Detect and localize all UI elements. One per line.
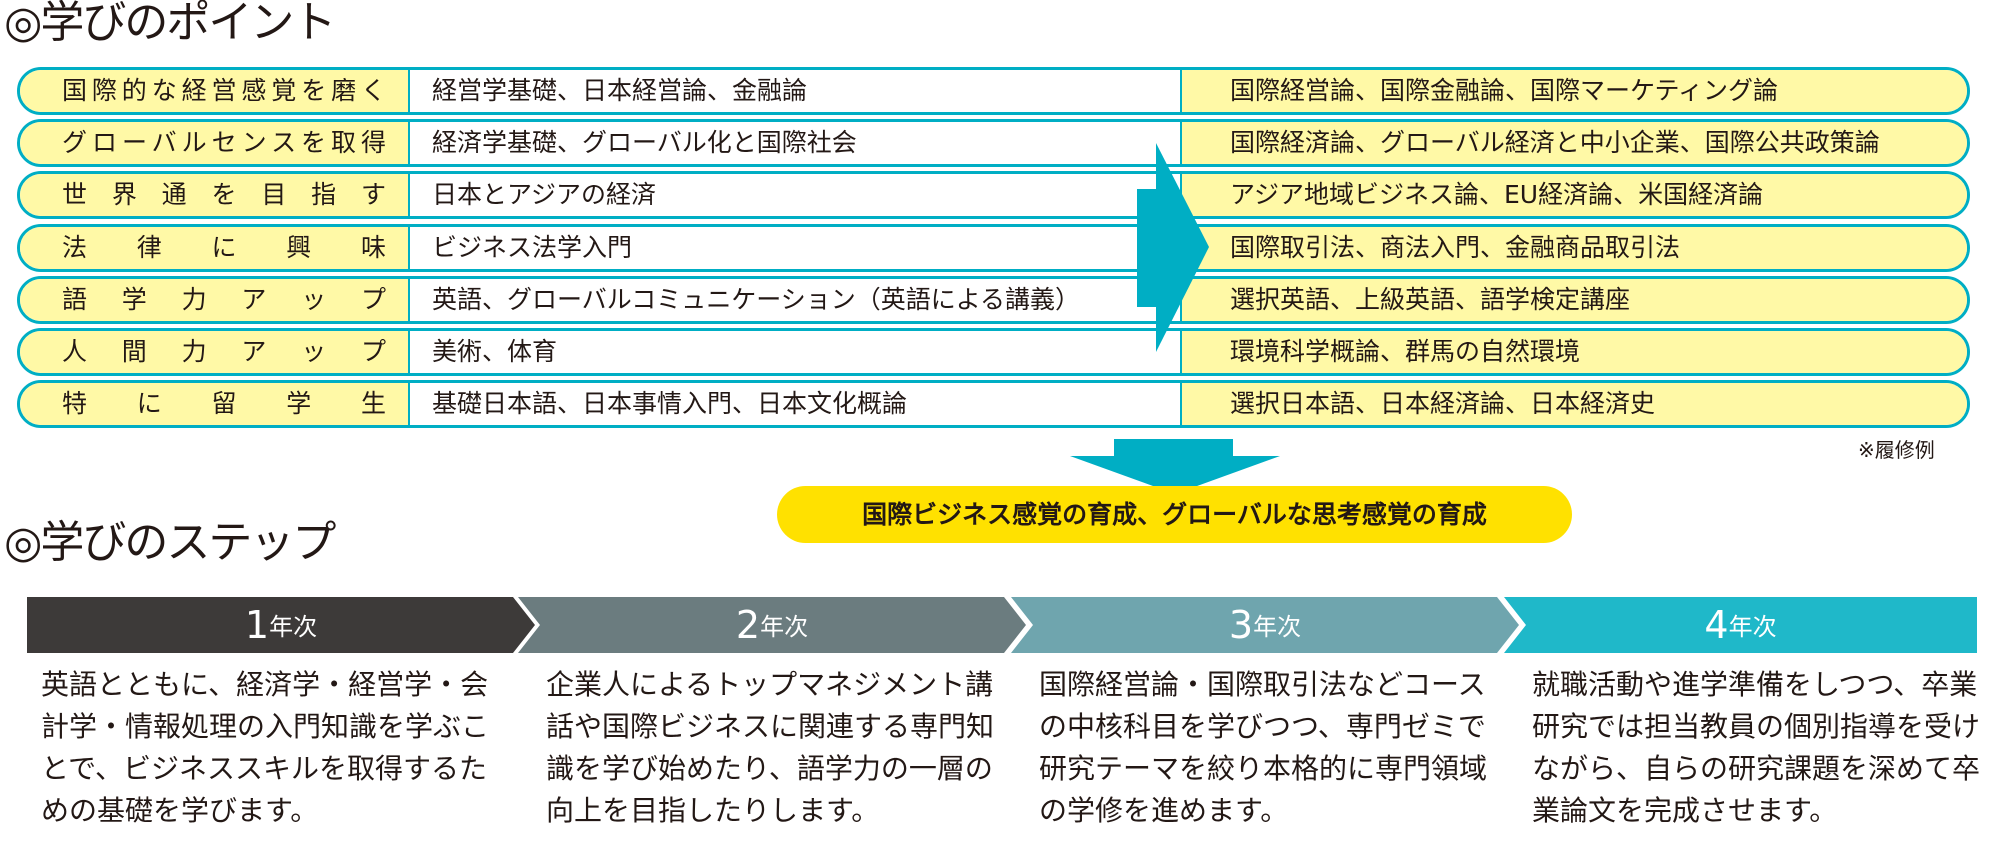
course-row: 法律に興味ビジネス法学入門国際取引法、商法入門、金融商品取引法 — [17, 223, 1970, 272]
advanced-courses-cell: 選択英語、上級英語、語学検定講座 — [1182, 278, 1967, 321]
course-row: 世界通を目指す日本とアジアの経済アジア地域ビジネス論、EU経済論、米国経済論 — [17, 171, 1970, 220]
goal-cell: 国際的な経営感覚を磨く — [20, 70, 410, 112]
course-row: 語学力アップ英語、グローバルコミュニケーション（英語による講義）選択英語、上級英… — [17, 275, 1970, 324]
step-number: 3 — [1228, 603, 1254, 647]
points-title: ◎学びのポイント — [4, 0, 336, 48]
basic-courses-cell: ビジネス法学入門 — [410, 226, 1182, 269]
goal-cell: 世界通を目指す — [20, 174, 410, 217]
basic-courses-cell: 経済学基礎、グローバル化と国際社会 — [410, 122, 1182, 165]
step-bar-year-1: 1年次 — [27, 597, 535, 653]
course-row: グローバルセンスを取得経済学基礎、グローバル化と国際社会国際経済論、グローバル経… — [17, 119, 1970, 168]
step-unit: 年次 — [1253, 613, 1302, 641]
goal-cell: 語学力アップ — [20, 278, 410, 321]
step-unit: 年次 — [760, 613, 809, 641]
goal-cell: 人間力アップ — [20, 331, 410, 373]
advanced-courses-cell: アジア地域ビジネス論、EU経済論、米国経済論 — [1182, 174, 1967, 217]
down-arrow-icon — [1070, 439, 1280, 494]
advanced-courses-cell: 選択日本語、日本経済論、日本経済史 — [1182, 383, 1967, 426]
basic-courses-cell: 経営学基礎、日本経営論、金融論 — [410, 70, 1182, 112]
advanced-courses-cell: 国際経営論、国際金融論、国際マーケティング論 — [1182, 70, 1967, 112]
step-bar-year-4: 4年次 — [1504, 597, 1977, 653]
right-arrow-icon — [1137, 143, 1209, 352]
step-description: 国際経営論・国際取引法などコースの中核科目を学びつつ、専門ゼミで研究テーマを絞り… — [1039, 668, 1488, 827]
step-description: 英語とともに、経済学・経営学・会計学・情報処理の入門知識を学ぶことで、ビジネスス… — [41, 668, 490, 827]
course-row: 特に留学生基礎日本語、日本事情入門、日本文化概論選択日本語、日本経済論、日本経済… — [17, 380, 1970, 429]
step-bar-year-3: 3年次 — [1011, 597, 1519, 653]
step-unit: 年次 — [1728, 613, 1777, 641]
basic-courses-cell: 基礎日本語、日本事情入門、日本文化概論 — [410, 383, 1182, 426]
step-description: 企業人によるトップマネジメント講話や国際ビジネスに関連する専門知識を学び始めたり… — [546, 668, 995, 827]
step-bar-year-2: 2年次 — [518, 597, 1026, 653]
step-description: 就職活動や進学準備をしつつ、卒業研究では担当教員の個別指導を受けながら、自らの研… — [1532, 668, 1981, 827]
steps-title: ◎学びのステップ — [4, 517, 336, 568]
basic-courses-cell: 美術、体育 — [410, 331, 1182, 373]
step-number: 4 — [1704, 603, 1729, 647]
step-number: 1 — [244, 603, 270, 647]
advanced-courses-cell: 環境科学概論、群馬の自然環境 — [1182, 331, 1967, 373]
goal-cell: グローバルセンスを取得 — [20, 122, 410, 165]
goal-cell: 法律に興味 — [20, 226, 410, 269]
outcome-banner: 国際ビジネス感覚の育成、グローバルな思考感覚の育成 — [777, 486, 1572, 543]
goal-cell: 特に留学生 — [20, 383, 410, 426]
course-row: 人間力アップ美術、体育環境科学概論、群馬の自然環境 — [17, 328, 1970, 376]
basic-courses-cell: 英語、グローバルコミュニケーション（英語による講義） — [410, 278, 1182, 321]
step-unit: 年次 — [269, 613, 318, 641]
advanced-courses-cell: 国際取引法、商法入門、金融商品取引法 — [1182, 226, 1967, 269]
advanced-courses-cell: 国際経済論、グローバル経済と中小企業、国際公共政策論 — [1182, 122, 1967, 165]
step-number: 2 — [735, 603, 761, 647]
course-row: 国際的な経営感覚を磨く経営学基礎、日本経営論、金融論国際経営論、国際金融論、国際… — [17, 67, 1970, 115]
note-text: ※履修例 — [1858, 438, 1935, 462]
